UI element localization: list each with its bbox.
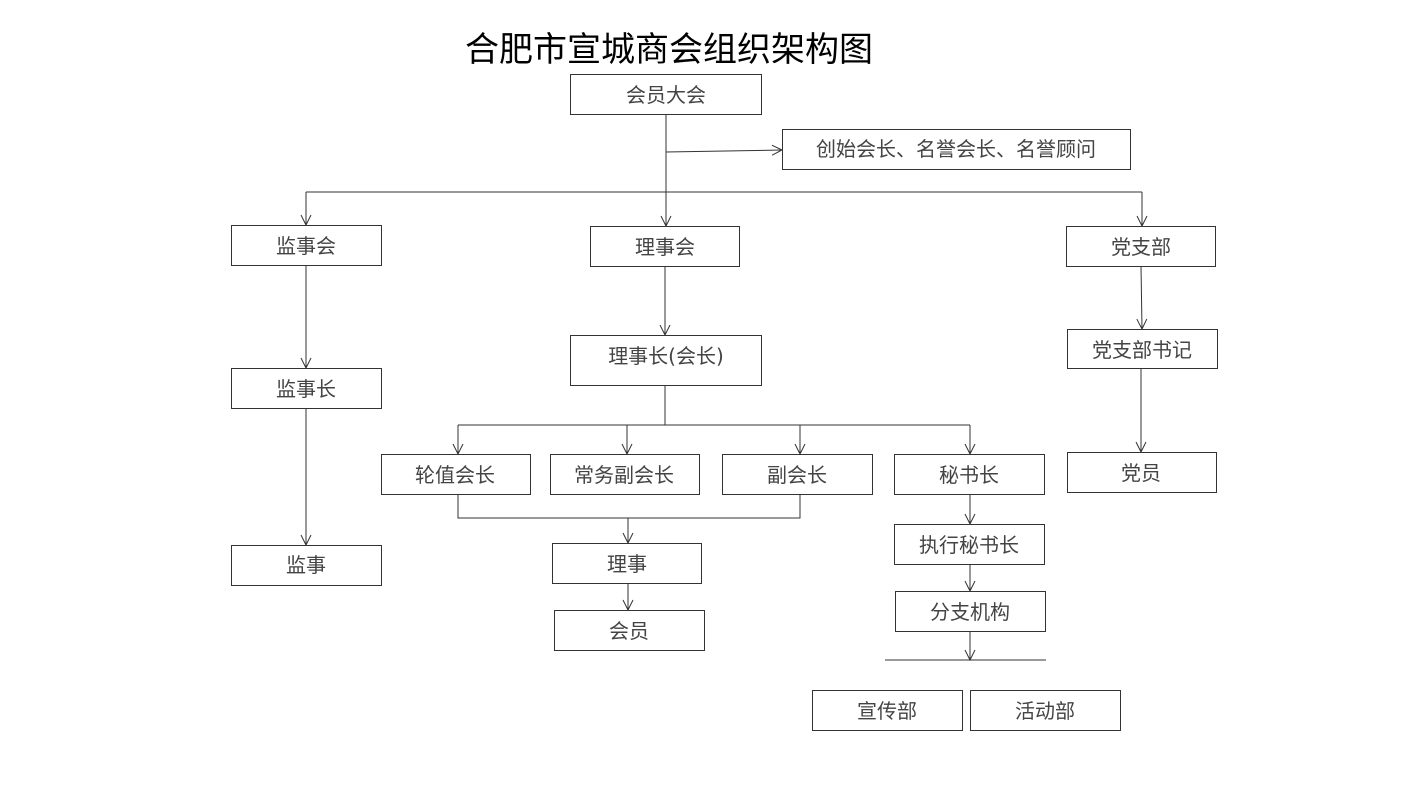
connector-to-party-secretary [1141, 265, 1142, 329]
node-chairman: 理事长(会长) [570, 335, 762, 386]
node-label: 执行秘书长 [919, 533, 1019, 557]
node-label: 分支机构 [930, 600, 1010, 624]
node-label: 副会长 [767, 463, 827, 487]
node-party-member: 党员 [1067, 452, 1217, 493]
node-label: 宣传部 [857, 699, 917, 723]
node-supervisor: 监事 [231, 545, 382, 586]
node-label: 监事长 [276, 377, 336, 401]
node-label: 活动部 [1015, 699, 1075, 723]
node-label: 常务副会长 [574, 463, 674, 487]
node-chief-supervisor: 监事长 [231, 368, 382, 409]
node-publicity-department: 宣传部 [812, 690, 963, 731]
connectors [306, 114, 1142, 660]
node-party-branch: 党支部 [1066, 226, 1216, 267]
node-executive-vice-president: 常务副会长 [550, 454, 700, 495]
chart-title: 合肥市宣城商会组织架构图 [465, 30, 873, 70]
connector-bottom-bracket [457, 494, 801, 519]
node-label: 理事 [607, 552, 647, 576]
node-label: 理事长(会长) [608, 344, 724, 368]
node-vice-president: 副会长 [722, 454, 873, 495]
node-label: 理事会 [635, 235, 695, 259]
node-board-of-directors: 理事会 [590, 226, 740, 267]
node-label: 党员 [1121, 461, 1161, 485]
node-label: 监事 [286, 553, 326, 577]
node-executive-secretary-general: 执行秘书长 [894, 524, 1045, 565]
connector-assembly-to-honorary [665, 150, 782, 152]
node-label: 党支部书记 [1092, 338, 1192, 362]
node-label: 会员 [609, 619, 649, 643]
node-activity-department: 活动部 [970, 690, 1121, 731]
node-director: 理事 [552, 543, 702, 584]
node-label: 党支部 [1111, 235, 1171, 259]
node-label: 轮值会长 [415, 463, 495, 487]
node-honorary: 创始会长、名誉会长、名誉顾问 [782, 129, 1131, 170]
node-general-assembly: 会员大会 [570, 74, 762, 115]
node-member: 会员 [554, 610, 705, 651]
node-supervisory-board: 监事会 [231, 225, 382, 266]
node-label: 秘书长 [939, 463, 999, 487]
node-rotating-president: 轮值会长 [381, 454, 531, 495]
node-party-secretary: 党支部书记 [1067, 329, 1218, 369]
node-label: 监事会 [276, 234, 336, 258]
node-secretary-general: 秘书长 [894, 454, 1045, 495]
node-branch-office: 分支机构 [895, 591, 1046, 632]
node-label: 会员大会 [626, 83, 706, 107]
node-label: 创始会长、名誉会长、名誉顾问 [816, 137, 1096, 161]
